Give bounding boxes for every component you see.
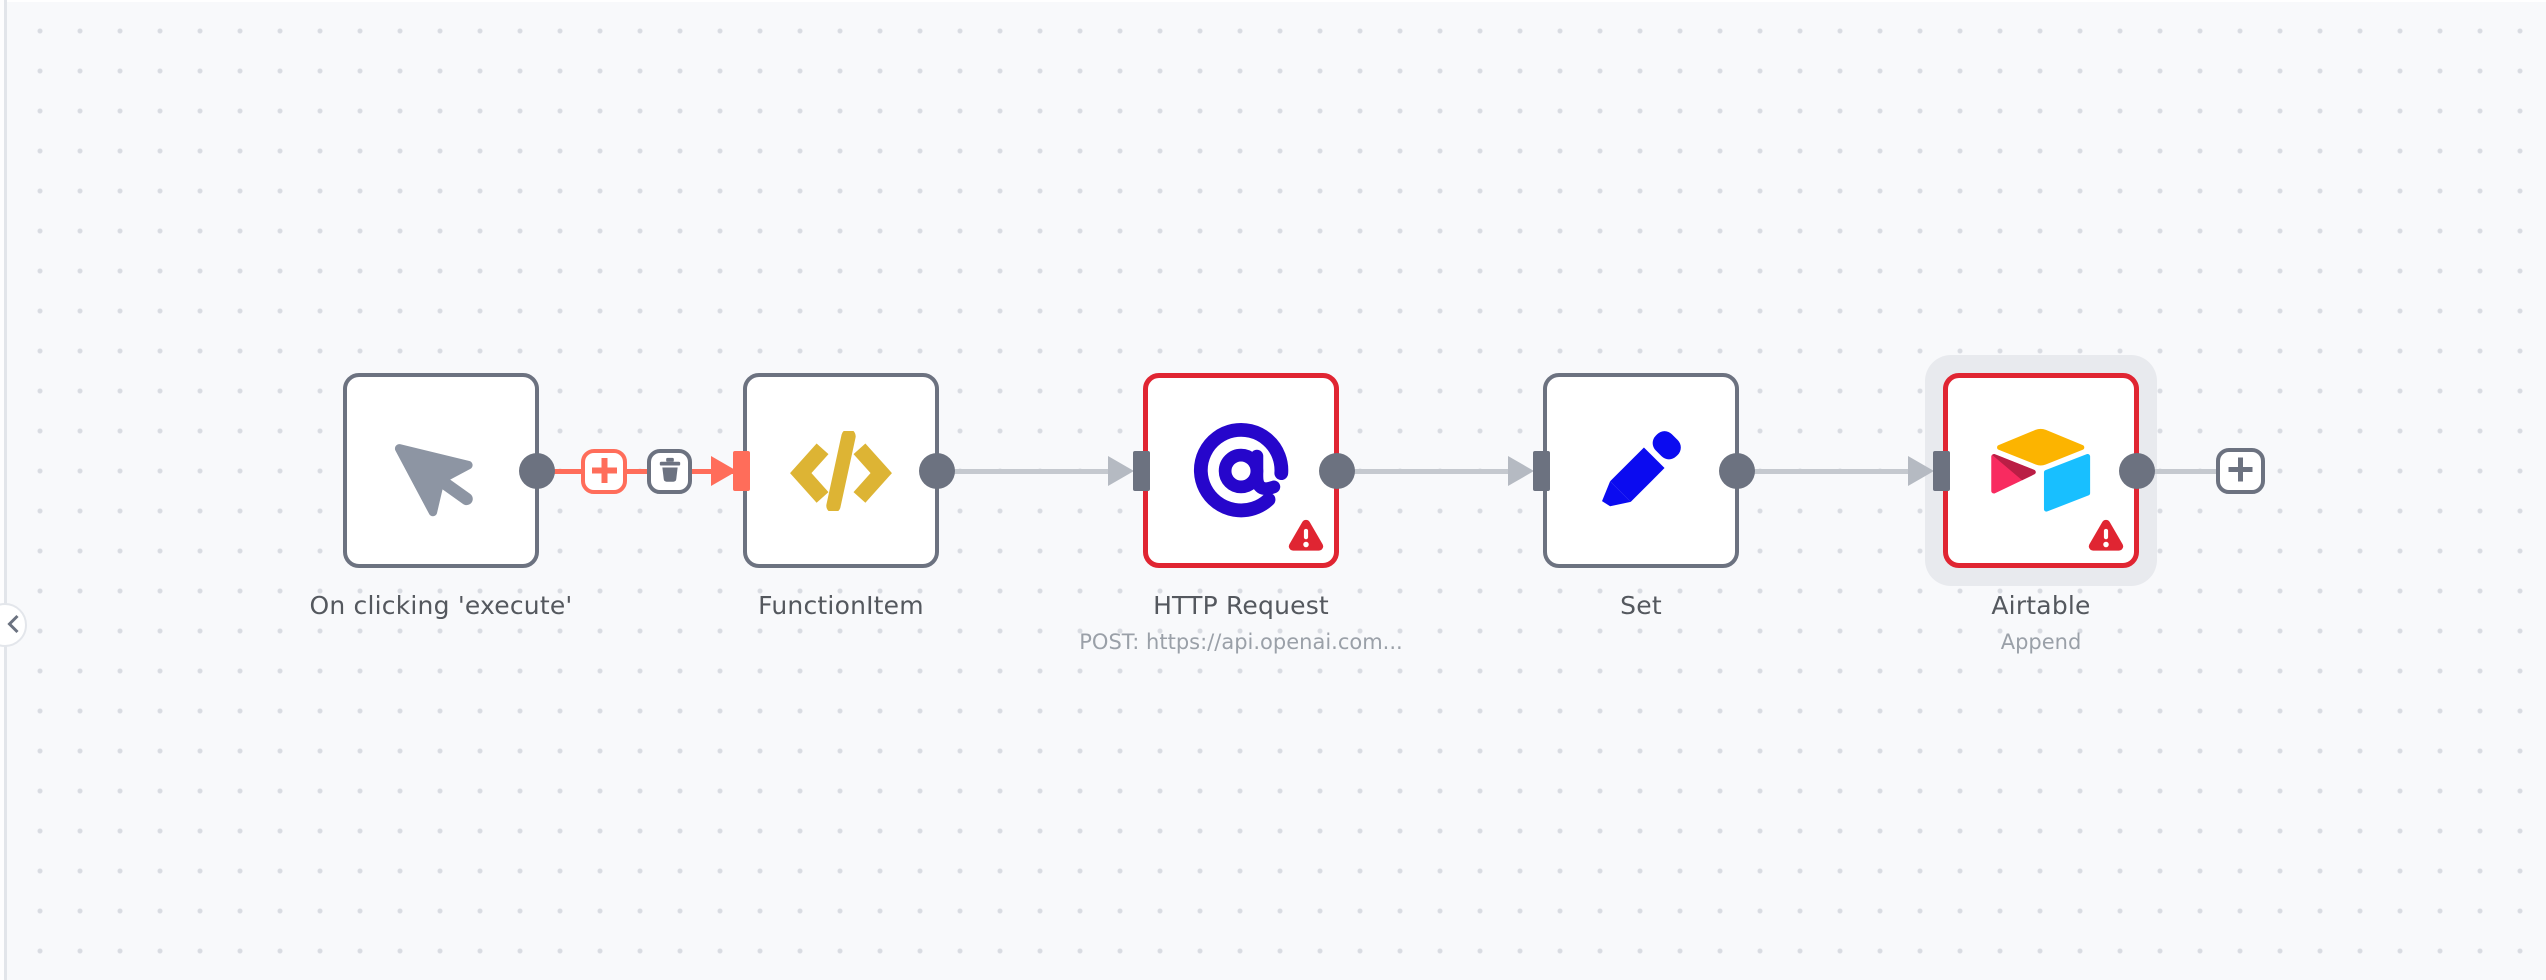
output-endpoint[interactable] [1319,453,1355,489]
warning-triangle-icon [2085,516,2127,558]
connection-arrow-icon [711,456,737,486]
input-endpoint[interactable] [1933,451,1950,491]
code-icon [789,430,893,511]
node-set[interactable] [1543,373,1739,568]
plus-icon [2227,456,2254,486]
canvas-top-edge [0,0,2546,2]
connection-arrow-icon [1908,456,1934,486]
node-title: Airtable [1991,591,2091,620]
node-label: Airtable Append [1841,588,2241,656]
node-label: Set [1441,588,1841,624]
connection-add-node-button[interactable] [581,449,627,494]
node-title: HTTP Request [1153,591,1329,620]
output-endpoint[interactable] [519,453,555,489]
pencil-icon [1589,419,1693,523]
input-endpoint[interactable] [733,451,750,491]
node-manual-trigger[interactable] [343,373,539,568]
output-endpoint[interactable] [1719,453,1755,489]
node-label: HTTP Request POST: https://api.openai.co… [1041,588,1441,656]
connection-set-to-airtable[interactable] [1751,469,1910,474]
connection-trigger-to-function[interactable] [545,469,737,474]
output-endpoint[interactable] [919,453,955,489]
sidebar-divider [4,0,7,980]
connection-arrow-icon [1508,456,1534,486]
add-node-button[interactable] [2216,448,2265,494]
airtable-logo-icon [1985,423,2097,518]
sidebar-collapse-button[interactable] [0,603,27,647]
warning-triangle-icon [1285,516,1327,558]
node-airtable[interactable] [1943,373,2139,568]
node-subtitle: Append [2000,630,2082,654]
connection-http-to-set[interactable] [1351,469,1510,474]
node-subtitle: POST: https://api.openai.com... [1079,630,1403,654]
node-function-item[interactable] [743,373,939,568]
node-title: Set [1620,591,1662,620]
trash-icon [656,456,684,487]
chevron-left-icon [4,613,24,638]
input-endpoint[interactable] [1533,451,1550,491]
connection-delete-button[interactable] [647,449,692,494]
sidebar-strip [0,0,4,980]
connection-function-to-http[interactable] [951,469,1110,474]
input-endpoint[interactable] [1133,451,1150,491]
connection-arrow-icon [1108,456,1134,486]
at-symbol-icon [1188,418,1294,524]
node-title: On clicking 'execute' [309,591,573,620]
node-title: FunctionItem [758,591,924,620]
node-http-request[interactable] [1143,373,1339,568]
node-label: On clicking 'execute' [241,588,641,624]
output-endpoint[interactable] [2119,453,2155,489]
connection-airtable-to-add[interactable] [2149,469,2217,474]
node-label: FunctionItem [641,588,1041,624]
mouse-pointer-icon [390,412,491,529]
plus-icon [591,457,618,487]
